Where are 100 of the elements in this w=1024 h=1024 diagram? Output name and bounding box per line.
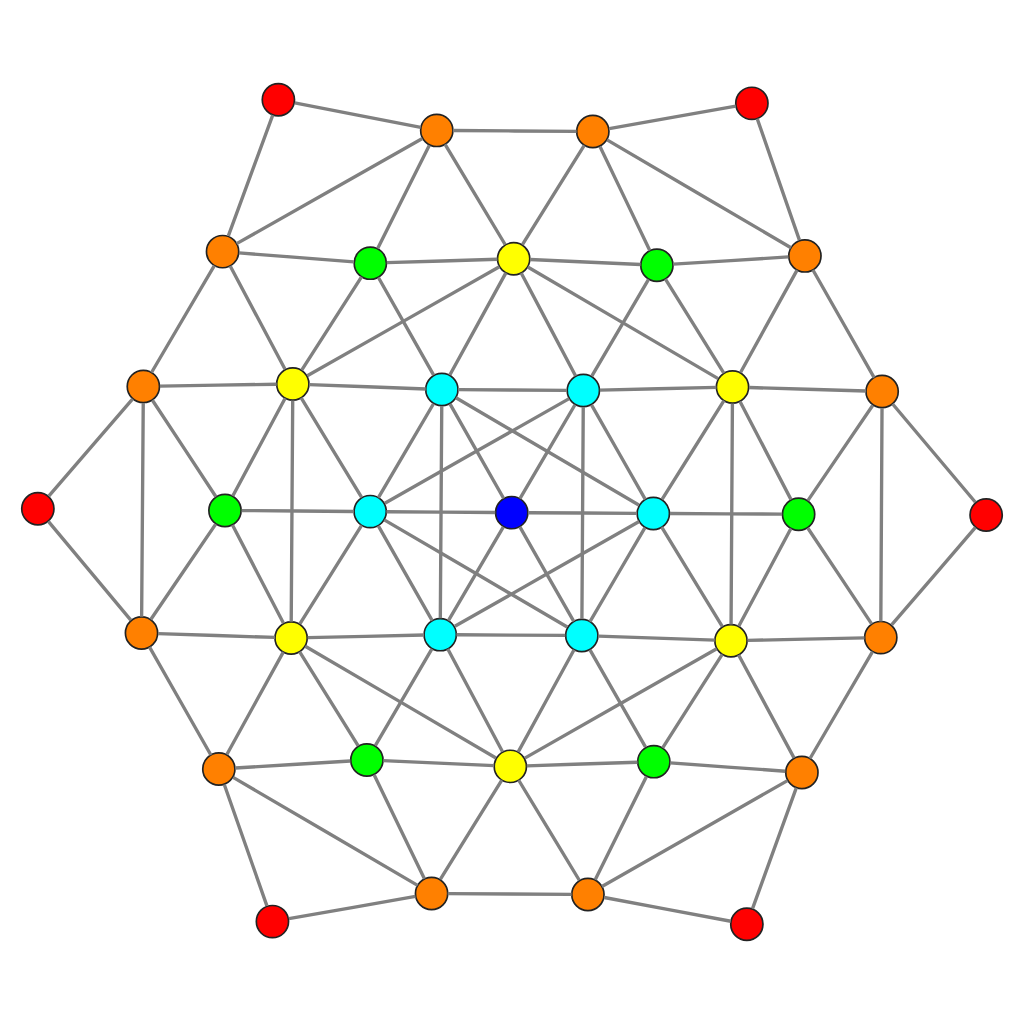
connector [298,650,360,747]
node-circle [969,498,1004,532]
connector [660,526,724,628]
node-circle [424,372,459,407]
connector [806,527,874,625]
connector [241,508,354,514]
connector [523,647,718,760]
node-circle [349,743,384,777]
node-circle [261,82,296,117]
node-circle [715,370,750,404]
connector [288,894,416,921]
connector [890,526,977,627]
node-circle [729,907,764,942]
connector [225,651,285,756]
connector [139,402,145,617]
connector [446,526,505,622]
connector [518,403,577,500]
connector [606,138,792,250]
connector [383,518,569,629]
node-circle [124,616,159,650]
node-circle [575,114,610,149]
node-circle [865,374,900,409]
connector [304,644,497,760]
connector [47,397,134,498]
connector [750,787,798,910]
connector [150,264,216,374]
connector [598,634,715,642]
node-circle [636,496,671,531]
connector [739,269,799,374]
connector [231,524,285,625]
node-circle [639,248,674,283]
connector [454,520,640,628]
connector [446,648,505,753]
connector [455,396,640,507]
connector [300,275,363,371]
connector [517,779,581,882]
connector [148,646,213,756]
connector [601,779,789,888]
connector [222,783,269,907]
connector [151,399,218,498]
connector [660,399,726,501]
connector [158,631,275,640]
node-circle [419,113,454,148]
connector [749,385,866,393]
connector [590,278,650,377]
connector [456,633,566,638]
connector [438,405,444,619]
connector [159,382,277,388]
connector [238,251,354,264]
connector [747,636,865,643]
connector [376,144,431,250]
node-circle [493,749,528,784]
connector [604,895,732,923]
connector [289,400,295,622]
connector [598,145,652,252]
connector [599,385,717,392]
node-circle [20,491,55,526]
connector [438,779,504,881]
node-circle [781,497,816,532]
connector [448,403,506,500]
connector [526,760,638,768]
connector [149,523,218,621]
connector [670,761,786,773]
node-circle [423,617,458,652]
connector [737,527,793,627]
node-circle [353,494,388,529]
connector [226,114,275,237]
connector [590,404,647,501]
connector [738,400,793,501]
node-circle [126,369,161,404]
connector [383,759,495,768]
connector [294,101,422,129]
connector [593,775,648,881]
connector [527,511,637,516]
connector [530,257,641,267]
connector [526,265,719,381]
connector [376,402,435,499]
node-circle [784,755,819,790]
node-circle [570,877,605,912]
node-circle [353,246,388,281]
connector [235,137,424,246]
node-circle [255,904,290,939]
node-circle [494,495,529,530]
connector [458,388,567,393]
node-circle [414,876,449,911]
node-circle [564,618,599,653]
connector [608,104,737,131]
node-circle [496,241,531,276]
connector [386,257,498,265]
connector [376,276,436,376]
node-circle [636,744,671,779]
connector [452,128,577,134]
connector [580,406,585,620]
connector [231,397,287,497]
connector [661,653,724,749]
connector [879,408,884,622]
connector [588,526,647,623]
connector [673,255,789,266]
connector [307,633,425,640]
connector [372,774,426,880]
